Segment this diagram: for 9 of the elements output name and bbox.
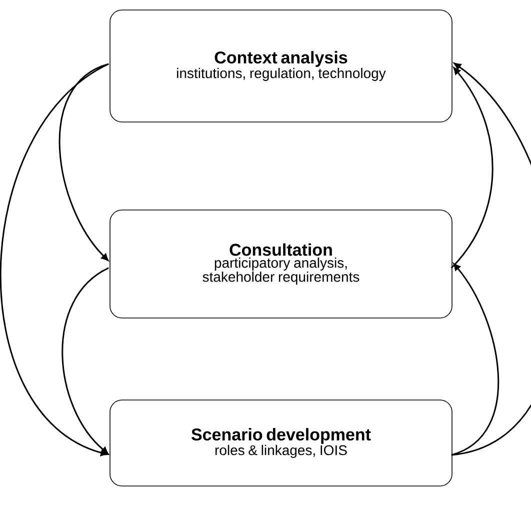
arrow	[451, 62, 531, 456]
process-box: Consultation participatory analysis, stakeholder requirements	[110, 210, 452, 318]
arrow	[450, 67, 494, 268]
process-box: Scenario development roles & linkages, IOIS	[110, 400, 452, 486]
arrow	[0, 63, 110, 456]
arrow	[451, 263, 499, 456]
process-box: Context analysis institutions, regulation, technology	[110, 10, 452, 122]
arrow	[62, 267, 109, 454]
arrow	[59, 63, 109, 261]
